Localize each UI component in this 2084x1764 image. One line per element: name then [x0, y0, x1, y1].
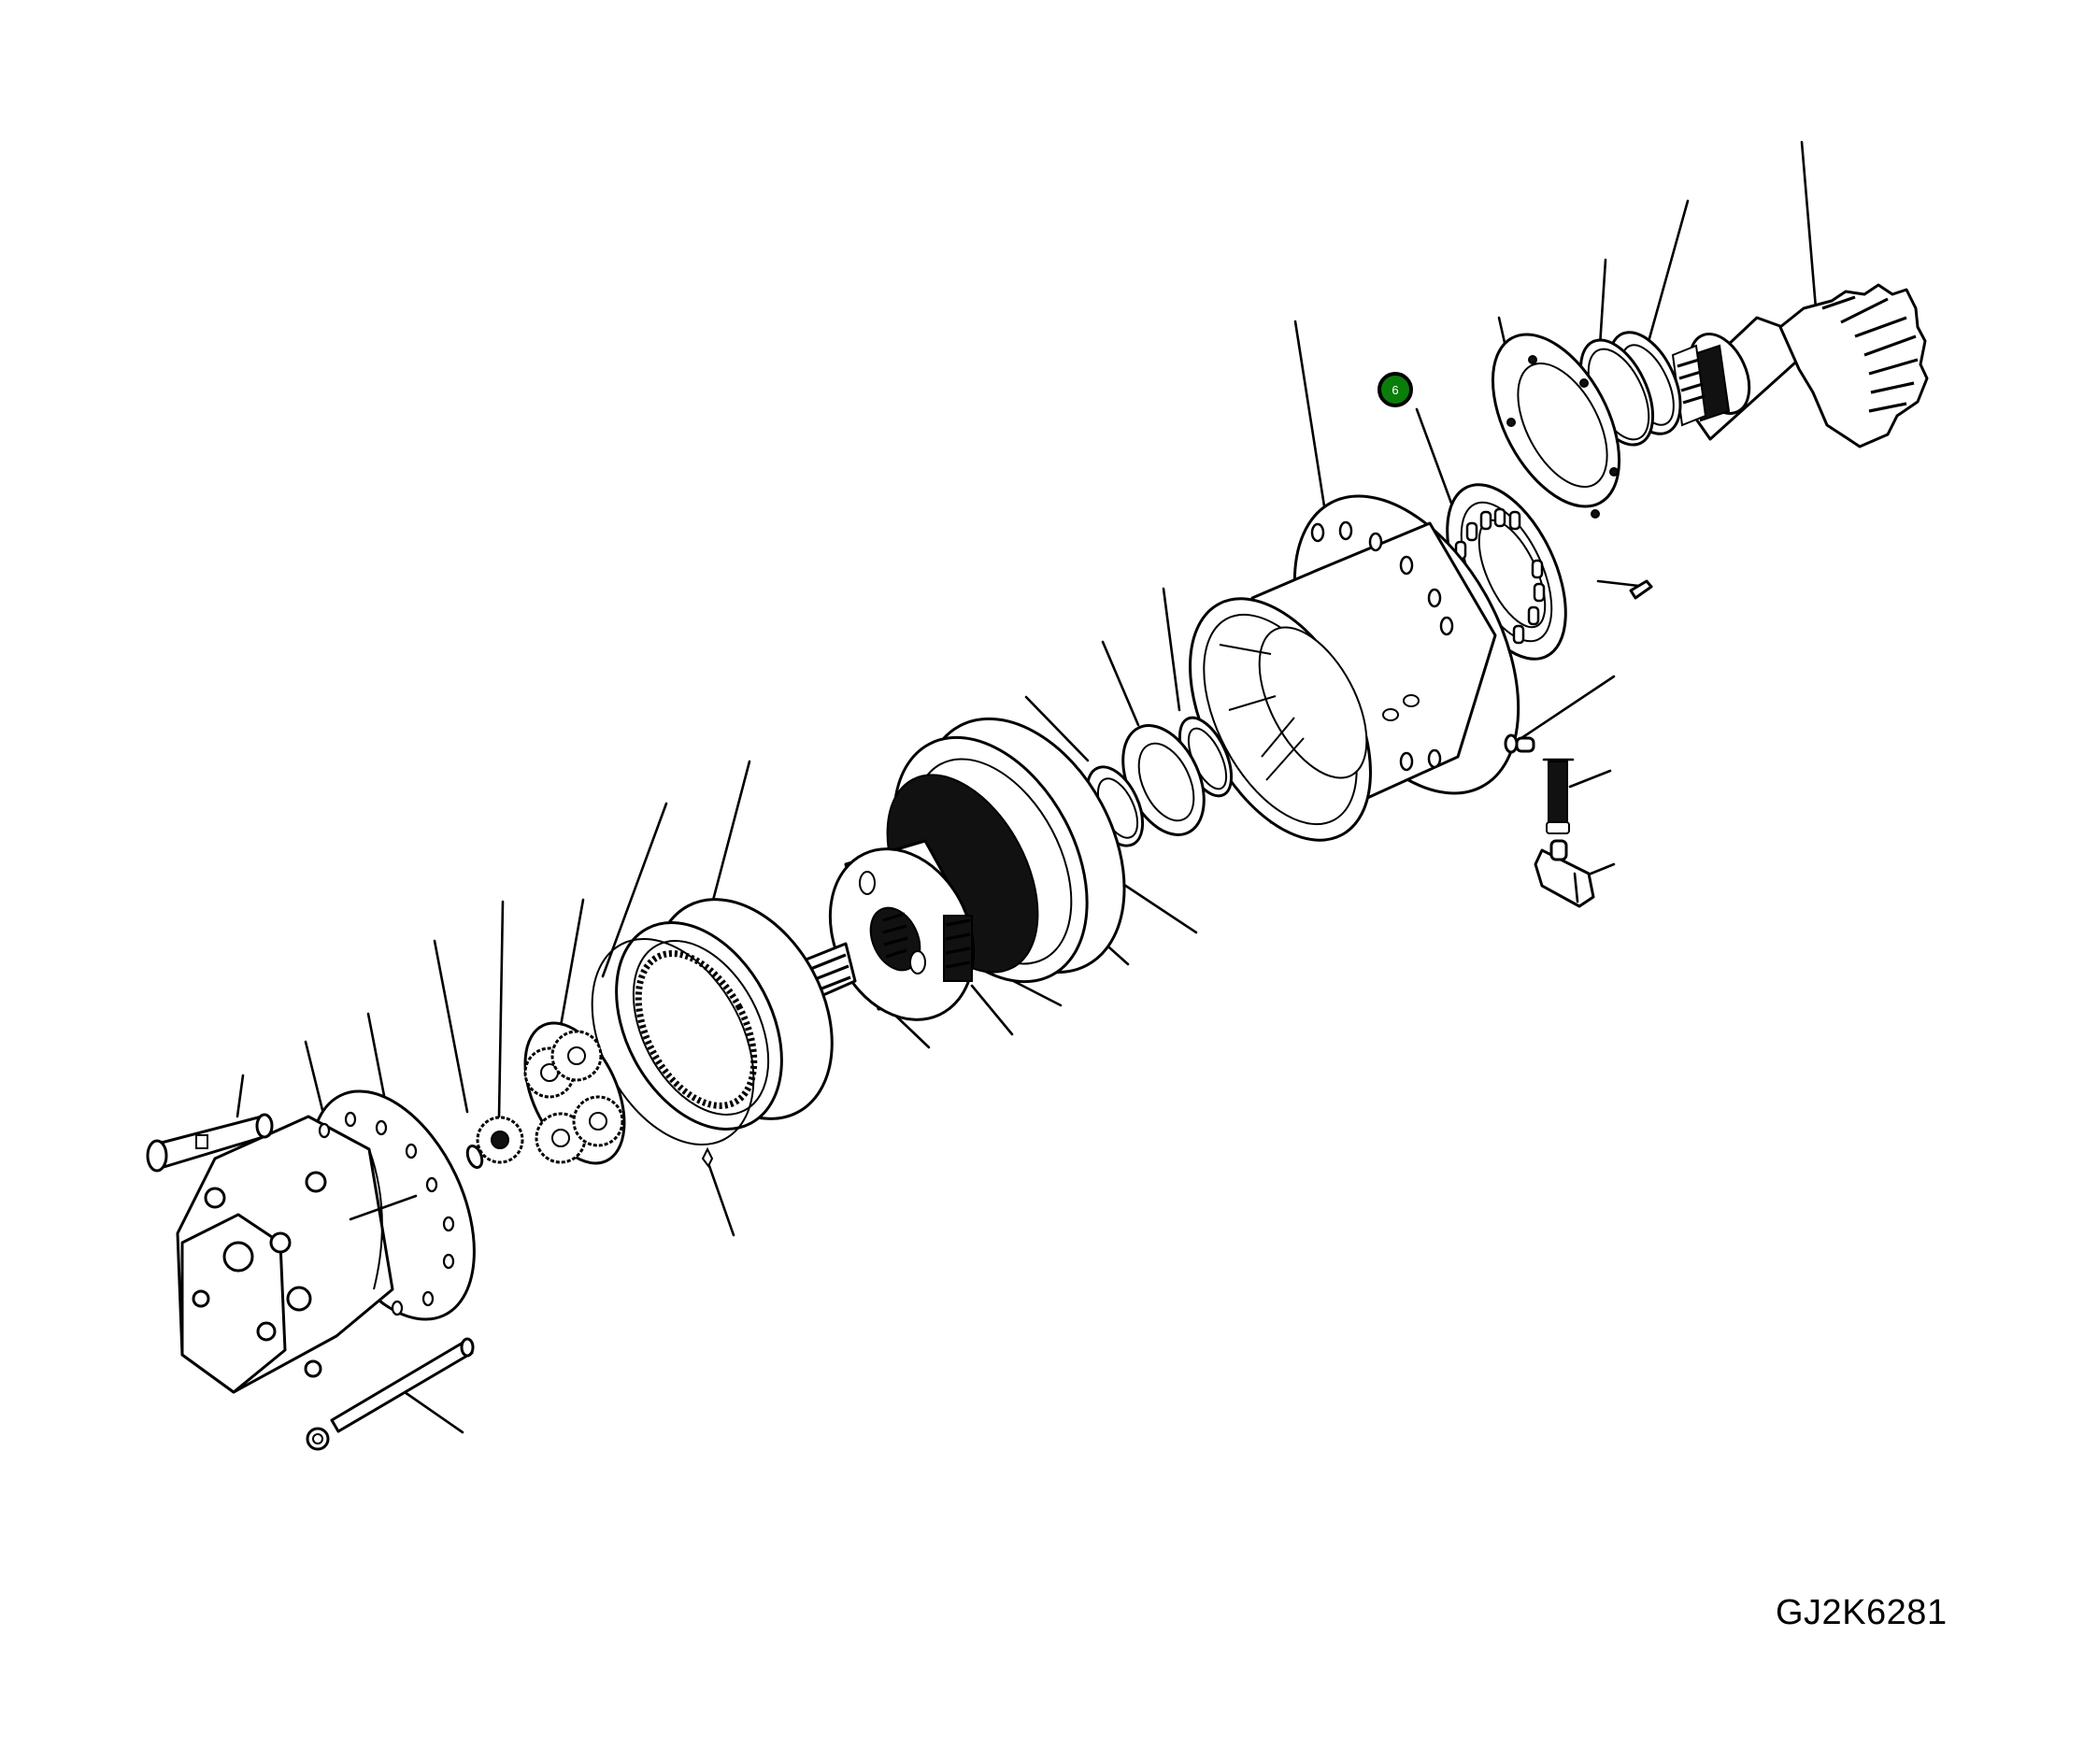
- callout-6[interactable]: 6: [1377, 372, 1413, 407]
- filter-strainer[interactable]: [1542, 758, 1575, 834]
- pipe-fitting[interactable]: [146, 1113, 274, 1173]
- callout-label: 6: [1392, 383, 1398, 397]
- callout-badge[interactable]: [1377, 372, 1413, 407]
- output-shaft-pinion[interactable]: [1671, 283, 1929, 448]
- planet-carrier-1[interactable]: [505, 1007, 644, 1178]
- ring-gear-1[interactable]: [583, 869, 868, 1158]
- drawing-id-label: GJ2K6281: [1776, 1593, 1948, 1632]
- sun-gear-1[interactable]: [476, 1116, 524, 1164]
- level-gauge-rod[interactable]: [306, 1337, 475, 1451]
- bolt[interactable]: [1629, 579, 1653, 600]
- hydraulic-motor[interactable]: [176, 1065, 507, 1394]
- plug[interactable]: [1504, 733, 1535, 754]
- planet-gears: [523, 1030, 624, 1164]
- oil-seal[interactable]: [1106, 713, 1220, 848]
- leader-lines: [236, 140, 1818, 1434]
- cover-plate[interactable]: [1466, 314, 1645, 527]
- planet-carrier-2[interactable]: [804, 825, 1001, 1043]
- drain-valve[interactable]: [1534, 839, 1595, 908]
- snap-ring[interactable]: [464, 1144, 484, 1170]
